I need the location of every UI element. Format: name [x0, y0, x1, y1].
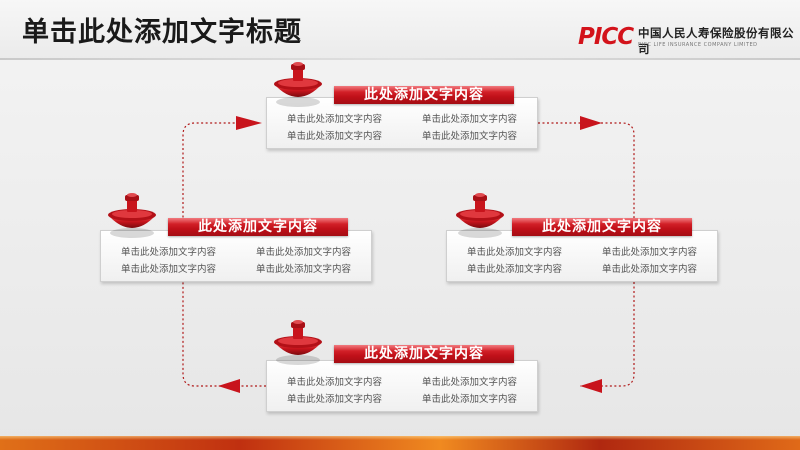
node-text[interactable]: 单击此处添加文字内容: [120, 247, 216, 258]
connector-left-to-top: [182, 122, 236, 222]
node-text[interactable]: 单击此处添加文字内容: [421, 377, 517, 388]
header-bar: [0, 0, 800, 58]
node-text[interactable]: 单击此处添加文字内容: [255, 264, 351, 275]
connector-right-to-bottom: [580, 282, 635, 387]
company-name-en: PICC LIFE INSURANCE COMPANY LIMITED: [638, 42, 758, 48]
node-text[interactable]: 单击此处添加文字内容: [286, 377, 382, 388]
node-text[interactable]: 单击此处添加文字内容: [421, 394, 517, 405]
arrowhead-right-icon: [580, 116, 602, 130]
node-heading-left[interactable]: 此处添加文字内容: [168, 218, 348, 236]
node-card-bottom[interactable]: 单击此处添加文字内容 单击此处添加文字内容 单击此处添加文字内容 单击此处添加文…: [266, 360, 538, 412]
node-text[interactable]: 单击此处添加文字内容: [421, 114, 517, 125]
company-name: 中国人民人寿保险股份有限公司: [638, 26, 794, 56]
node-heading-top[interactable]: 此处添加文字内容: [334, 86, 514, 104]
node-text[interactable]: 单击此处添加文字内容: [466, 264, 562, 275]
node-text[interactable]: 单击此处添加文字内容: [286, 394, 382, 405]
node-text[interactable]: 单击此处添加文字内容: [255, 247, 351, 258]
node-text[interactable]: 单击此处添加文字内容: [286, 114, 382, 125]
header-divider: [0, 58, 800, 60]
picc-logo: PICC: [578, 24, 634, 50]
bowl-icon: [456, 193, 504, 238]
bowl-icon: [108, 193, 156, 238]
arrowhead-left-icon: [580, 379, 602, 393]
node-text[interactable]: 单击此处添加文字内容: [466, 247, 562, 258]
node-text[interactable]: 单击此处添加文字内容: [421, 131, 517, 142]
node-card-right[interactable]: 单击此处添加文字内容 单击此处添加文字内容 单击此处添加文字内容 单击此处添加文…: [446, 230, 718, 282]
bowl-icon: [274, 62, 322, 107]
arrowhead-left-icon: [218, 379, 240, 393]
page-title[interactable]: 单击此处添加文字标题: [22, 17, 302, 48]
node-heading-right[interactable]: 此处添加文字内容: [512, 218, 692, 236]
footer-decoration: [0, 436, 800, 450]
node-text[interactable]: 单击此处添加文字内容: [120, 264, 216, 275]
arrowhead-right-icon: [236, 116, 262, 130]
node-text[interactable]: 单击此处添加文字内容: [601, 247, 697, 258]
node-heading-bottom[interactable]: 此处添加文字内容: [334, 345, 514, 363]
node-text[interactable]: 单击此处添加文字内容: [286, 131, 382, 142]
connector-top-to-right: [538, 122, 635, 222]
node-text[interactable]: 单击此处添加文字内容: [601, 264, 697, 275]
bowl-icon: [274, 320, 322, 365]
node-card-left[interactable]: 单击此处添加文字内容 单击此处添加文字内容 单击此处添加文字内容 单击此处添加文…: [100, 230, 372, 282]
connector-bottom-to-left: [182, 282, 266, 387]
